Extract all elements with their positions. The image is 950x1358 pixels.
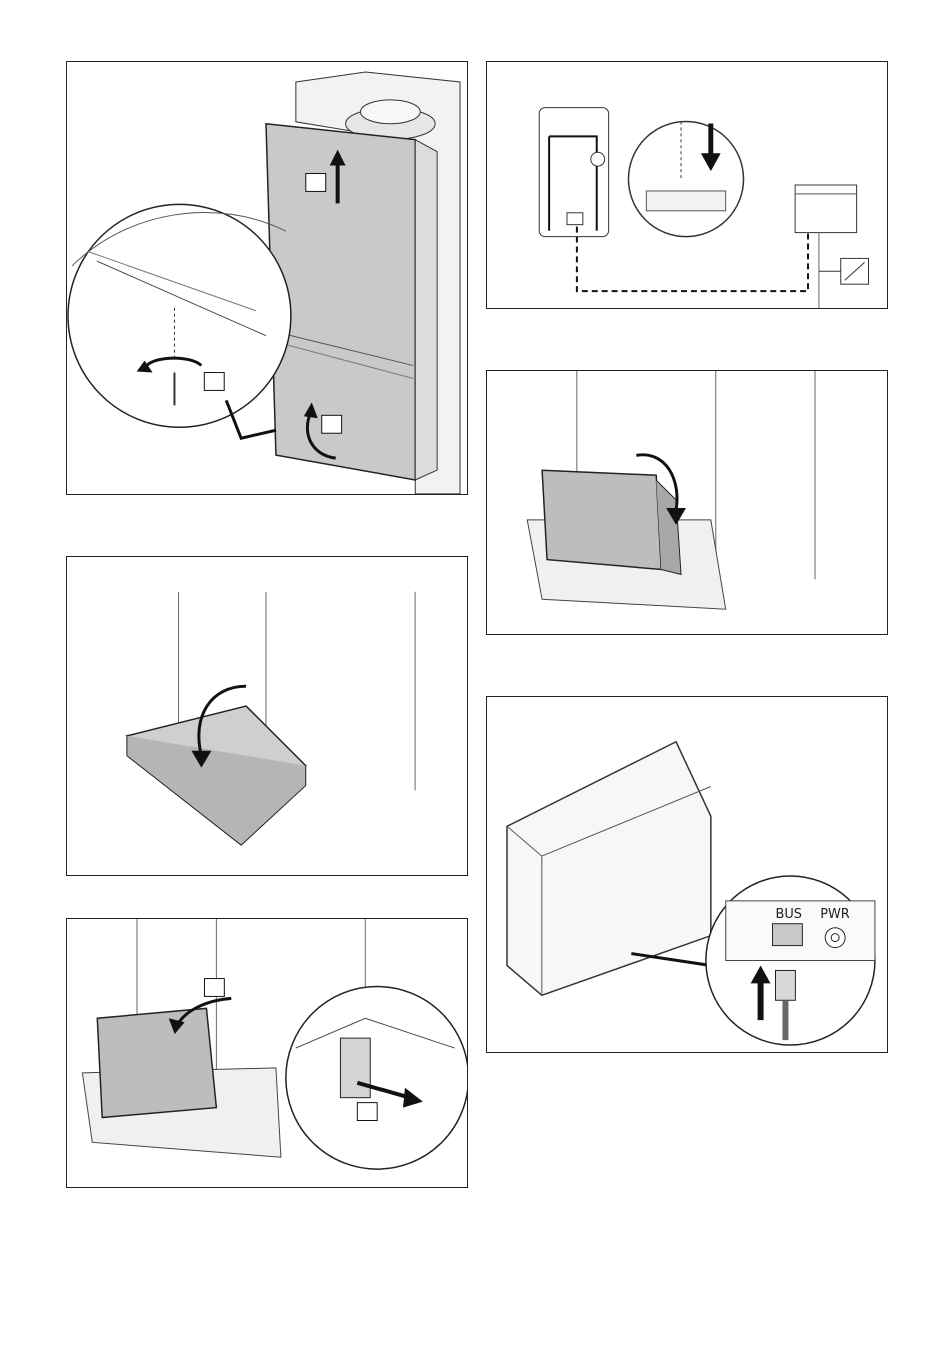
illustration-connect-bus-cable: BUS PWR	[487, 697, 887, 1052]
step-box-3	[322, 415, 342, 433]
bus-label: BUS	[776, 907, 803, 922]
illustration-lower-electronics-box	[67, 557, 467, 875]
illustration-open-terminal-cover	[67, 919, 467, 1187]
pwr-label: PWR	[820, 907, 850, 922]
illustration-remove-front-casing	[67, 62, 467, 494]
panel-fold-down-control-box	[486, 370, 888, 635]
step-box-2	[357, 1103, 377, 1121]
panel-lower-electronics-box	[66, 556, 468, 876]
panel-connect-bus-cable: BUS PWR	[486, 696, 888, 1053]
bus-port	[773, 924, 803, 946]
illustration-fold-down-control-box	[487, 371, 887, 634]
panel-wiring-diagram	[486, 61, 888, 309]
step-box-2	[204, 373, 224, 391]
step-box-1	[306, 174, 326, 192]
panel-remove-front-casing	[66, 61, 468, 495]
step-box-1	[204, 979, 224, 997]
panel-open-terminal-cover	[66, 918, 468, 1188]
illustration-wiring-diagram	[487, 62, 887, 308]
